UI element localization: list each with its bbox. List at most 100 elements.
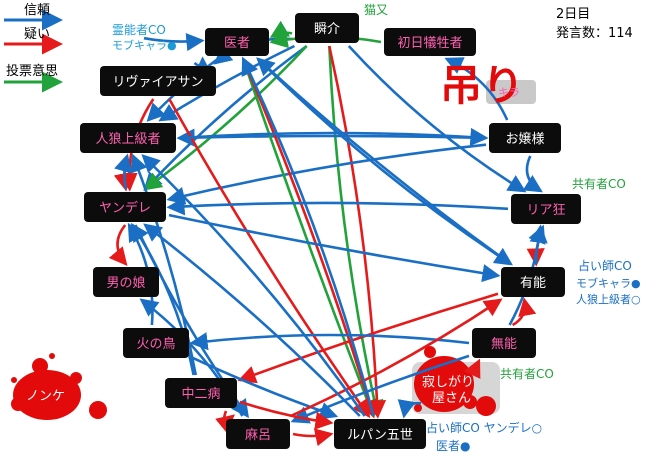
edge-trust-lupin-to-isha xyxy=(241,56,375,417)
shared-co-note-2: 共有者CO xyxy=(500,367,554,381)
node-otokonoko-label: 男の娘 xyxy=(106,276,145,291)
nonke-label: ノンケ xyxy=(26,389,65,404)
node-lupin-box xyxy=(334,419,426,449)
edge-trust-ojousama-to-yandere xyxy=(166,143,487,205)
node-ojousama: お嬢様 xyxy=(489,123,561,153)
edge-trust-ojousama-to-jinro xyxy=(176,128,487,147)
node-lupin-label: ルパン五世 xyxy=(347,428,413,443)
edges xyxy=(108,20,548,447)
node-maro-label: 麻呂 xyxy=(245,428,271,443)
node-shunsuke-box xyxy=(295,13,359,43)
nekomata-note: 猫又 xyxy=(364,3,388,17)
edge-vote-shunsuke-to-lupin xyxy=(328,45,384,419)
legend-trust-label: 信頼 xyxy=(24,3,50,18)
edge-trust-munou-to-hinotori xyxy=(189,332,470,351)
legend: 信頼 疑い 投票意思 xyxy=(4,3,63,93)
edge-vote-shunsuke-to-isha xyxy=(269,20,293,38)
edge-doubt-shunsuke-to-lupin xyxy=(328,45,387,419)
edge-vote-isha-to-lupin xyxy=(241,58,377,419)
edge-trust-rivaia-to-isha xyxy=(193,56,213,75)
node-yuunou-label: 有能 xyxy=(520,276,546,291)
node-hinotori-label: 火の鳥 xyxy=(136,337,175,352)
legend-doubt-label: 疑い xyxy=(24,26,50,42)
seer-co-note-1: 占い師CO xyxy=(578,258,632,273)
node-yuunou: 有能 xyxy=(501,267,565,297)
node-rivaia-box xyxy=(100,66,216,96)
seer-result-mob: モブキャラ● xyxy=(576,276,641,290)
node-jinro: 人狼上級者 xyxy=(80,123,176,153)
mob-result-note: モブキャラ● xyxy=(112,38,177,52)
edge-doubt-kira-to-munou xyxy=(463,358,481,380)
node-yandere: ヤンデレ xyxy=(84,192,166,222)
node-jinro-label: 人狼上級者 xyxy=(95,132,160,147)
node-hinotori: 火の鳥 xyxy=(123,328,189,358)
node-ojousama-box xyxy=(489,123,561,153)
node-jinro-box xyxy=(80,123,176,153)
edge-trust-yandere-to-jinro xyxy=(114,153,132,190)
edge-trust-chuunibyou-to-jinro xyxy=(130,153,198,376)
edge-trust-yuunou-to-isha xyxy=(256,57,512,266)
edge-trust-kira-to-lupin xyxy=(397,399,422,419)
seer-result-jinro: 人狼上級者○ xyxy=(576,292,641,306)
message-count: 発言数：114 xyxy=(556,26,633,41)
hanged-marker-bg xyxy=(486,80,536,104)
seer-result-isha: 医者● xyxy=(436,439,470,453)
node-riakyo-box xyxy=(511,194,581,224)
legend-vote-label: 投票意思 xyxy=(6,63,58,79)
edge-vote-shunsuke-to-yandere xyxy=(143,45,308,191)
lonely-label-1: 寂しがり xyxy=(422,374,474,390)
node-isha: 医者 xyxy=(205,28,269,56)
node-otokonoko-box xyxy=(93,267,159,297)
node-lupin: ルパン五世 xyxy=(334,419,426,449)
edge-doubt-chuunibyou-to-maro xyxy=(215,410,236,433)
node-shunsuke: 瞬介 xyxy=(295,13,359,43)
node-munou-label: 無能 xyxy=(491,337,517,352)
edge-trust-lupin-to-yandere xyxy=(143,223,361,417)
edge-trust-reino-to-isha xyxy=(143,33,205,52)
node-shunsuke-label: 瞬介 xyxy=(314,22,340,37)
node-shonichi-box xyxy=(384,28,476,56)
node-isha-box xyxy=(205,28,269,56)
node-isha-label: 医者 xyxy=(224,36,250,51)
node-otokonoko: 男の娘 xyxy=(93,267,159,297)
node-ojousama-label: お嬢様 xyxy=(505,132,544,147)
edge-trust-ojousama-to-riakyo xyxy=(522,155,543,193)
node-maro: 麻呂 xyxy=(226,419,290,449)
edge-trust-jinro-to-ojousama xyxy=(178,127,489,147)
edge-doubt-maro-to-lupin xyxy=(292,428,334,447)
edge-trust-chuunibyou-to-yandere xyxy=(130,222,195,376)
day-label: 2日目 xyxy=(556,7,590,22)
node-munou: 無能 xyxy=(472,328,536,358)
edge-trust-shunsuke-to-riakyo xyxy=(347,45,527,193)
edge-doubt-maro-to-yuunou xyxy=(290,298,503,418)
node-yandere-label: ヤンデレ xyxy=(99,200,151,216)
edge-doubt-yandere-to-otokonoko xyxy=(108,224,128,266)
node-hinotori-box xyxy=(123,328,189,358)
blood-splat-left xyxy=(11,353,107,420)
node-yandere-box xyxy=(84,192,166,222)
node-chuunibyou-label: 中二病 xyxy=(181,387,220,402)
medium-co-note: 霊能者CO xyxy=(112,23,166,37)
node-riakyo: リア狂 xyxy=(511,194,581,224)
edge-trust-munou-to-maro xyxy=(290,354,470,424)
hanged-label: 吊り xyxy=(440,61,524,110)
edge-doubt-isha-to-lupin xyxy=(242,58,378,419)
node-chuunibyou: 中二病 xyxy=(165,378,237,408)
edge-doubt-chuunibyou-to-lupin xyxy=(239,400,334,430)
edge-doubt-munou-to-yuunou xyxy=(511,297,537,327)
node-rivaia-label: リヴァイアサン xyxy=(112,74,203,90)
edge-trust-riakyo-to-yandere xyxy=(166,197,509,216)
node-chuunibyou-box xyxy=(165,378,237,408)
node-yuunou-box xyxy=(501,267,565,297)
edge-trust-isha-to-yuunou xyxy=(257,58,513,266)
shared-co-note-1: 共有者CO xyxy=(572,177,626,191)
node-shonichi-label: 初日犠牲者 xyxy=(397,35,462,51)
edge-doubt-rivaia-to-lupin xyxy=(168,98,371,419)
node-maro-box xyxy=(226,419,290,449)
edge-trust-lupin-to-jinro xyxy=(141,154,366,417)
edge-trust-ojousama-to-shonichi xyxy=(444,57,509,121)
node-rivaia: リヴァイアサン xyxy=(100,66,216,96)
